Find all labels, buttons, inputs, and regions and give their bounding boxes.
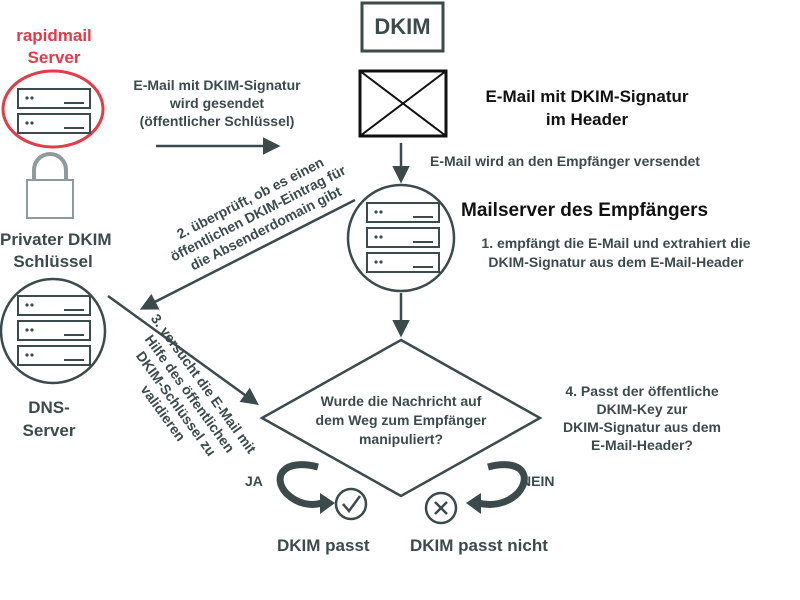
fail-label: DKIM passt nicht bbox=[410, 536, 548, 555]
sender-server-icon bbox=[1, 69, 105, 149]
dns-label-line2: Server bbox=[22, 421, 76, 440]
decision-line1: Wurde die Nachricht auf bbox=[320, 393, 482, 409]
decision-diamond bbox=[259, 338, 543, 498]
validate-arrow bbox=[107, 294, 259, 406]
step4-line3: DKIM-Signatur aus dem bbox=[563, 419, 721, 435]
yes-label: JA bbox=[245, 473, 263, 489]
private-key-label-line1: Privater DKIM bbox=[0, 230, 112, 249]
dns-server-icon bbox=[0, 277, 107, 385]
deliver-step-text: E-Mail wird an den Empfänger versendet bbox=[430, 153, 700, 169]
pass-label: DKIM passt bbox=[277, 536, 370, 555]
step4-line4: E-Mail-Header? bbox=[591, 437, 693, 453]
decision-line3: manipuliert? bbox=[358, 431, 443, 447]
decision-line2: dem Weg zum Empfänger bbox=[315, 412, 487, 428]
yes-loop-arrow-icon bbox=[276, 461, 335, 514]
sender-name-line2: Server bbox=[27, 48, 81, 67]
recipient-server-icon bbox=[346, 183, 456, 293]
send-step-line2: wird gesendet bbox=[169, 95, 265, 111]
cross-icon bbox=[424, 491, 458, 525]
dns-query-arrow bbox=[139, 198, 356, 310]
email-label-line2: im Header bbox=[545, 110, 629, 129]
step1-line1: 1. empfängt die E-Mail und extrahiert di… bbox=[481, 235, 751, 251]
padlock-icon bbox=[26, 152, 74, 219]
send-step-line3: (öffentlicher Schlüssel) bbox=[139, 113, 295, 129]
dns-label-line1: DNS- bbox=[28, 398, 70, 417]
no-loop-arrow-icon bbox=[466, 461, 528, 514]
send-step-line1: E-Mail mit DKIM-Signatur bbox=[133, 77, 301, 93]
step4-line1: 4. Passt der öffentliche bbox=[565, 383, 719, 399]
dkim-title-box bbox=[360, 1, 445, 53]
private-key-label-line2: Schlüssel bbox=[13, 252, 93, 271]
sender-name-line1: rapidmail bbox=[16, 26, 92, 45]
step1-line2: DKIM-Signatur aus dem E-Mail-Header bbox=[488, 254, 744, 270]
checkmark-icon bbox=[334, 487, 368, 521]
recipient-server-title: Mailserver des Empfängers bbox=[461, 200, 709, 221]
envelope-icon bbox=[358, 69, 448, 138]
email-label-line1: E-Mail mit DKIM-Signatur bbox=[485, 87, 689, 106]
page-title: DKIM bbox=[374, 14, 431, 39]
no-label: NEIN bbox=[521, 473, 555, 489]
step4-line2: DKIM-Key zur bbox=[596, 401, 688, 417]
